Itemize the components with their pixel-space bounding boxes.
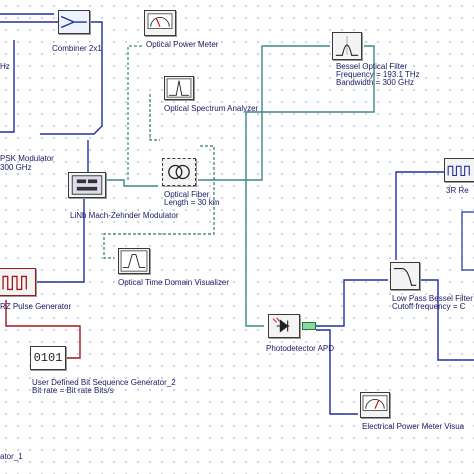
bessel-optical-filter-block[interactable] (332, 32, 362, 60)
bit-sequence-label: User Defined Bit Sequence Generator_2 (32, 378, 176, 387)
lowpass-response-icon (393, 268, 417, 286)
3r-regenerator-label: 3R Re (446, 186, 469, 195)
left-edge-text-2: PSK Modulator (0, 154, 54, 163)
optical-fiber-block[interactable] (162, 158, 196, 186)
electrical-meter-gauge-icon (362, 395, 388, 411)
link-photodetector-to-meter[interactable] (316, 329, 358, 415)
link-3r-side[interactable] (461, 211, 474, 271)
mach-zehnder-modulator-block[interactable] (68, 172, 106, 198)
electrical-power-meter-block[interactable] (360, 392, 390, 418)
electrical-power-meter-label: Electrical Power Meter Visua (362, 422, 465, 431)
modulator-icon (71, 175, 103, 195)
link-fiber-to-bessel[interactable] (198, 45, 330, 181)
pulse-generator-label: RZ Pulse Generator (0, 302, 72, 311)
optical-spectrum-analyzer-block[interactable] (164, 76, 194, 100)
link-combiner-out[interactable] (40, 21, 103, 135)
link-spectrum-feed[interactable] (149, 94, 160, 141)
bit-sequence-display: 0101 (33, 351, 63, 365)
link-photodetector-to-lowpass[interactable] (316, 279, 388, 327)
link-power-meter-feed[interactable] (127, 45, 144, 180)
optical-power-meter-label: Optical Power Meter (146, 40, 219, 49)
optical-fiber-length: Length = 30 km (164, 198, 220, 207)
link-pulse-to-modulator[interactable] (36, 198, 85, 283)
link-3r-in[interactable] (395, 171, 444, 260)
fiber-spool-icon (168, 164, 190, 180)
link-lowpass-to-3r[interactable] (420, 279, 474, 361)
pulse-train-icon (447, 165, 470, 177)
pulse-generator-block[interactable] (0, 268, 36, 296)
photodiode-icon (272, 317, 290, 333)
mach-zehnder-modulator-label: LiNb Mach-Zehnder Modulator (70, 211, 179, 220)
bit-sequence-rate: Bit rate = Bit rate Bits/s (32, 386, 114, 395)
combiner-icon (60, 15, 87, 29)
link-left-vertical[interactable] (0, 40, 15, 133)
left-edge-text-1: Hz (0, 62, 10, 71)
bessel-filter-label: Bessel Optical Filter (336, 62, 408, 71)
link-modulator-to-fiber[interactable] (106, 179, 158, 187)
low-pass-filter-cutoff: Cutoff frequency = C (392, 302, 466, 311)
photodetector-output-port[interactable] (302, 322, 316, 330)
combiner-block[interactable] (58, 10, 90, 34)
bit-sequence-generator-block[interactable]: 0101 (30, 346, 66, 370)
filter-response-icon (335, 36, 359, 56)
optical-time-visualizer-block[interactable] (118, 248, 150, 274)
photodetector-block[interactable] (268, 314, 300, 338)
link-fiber-monitor[interactable] (103, 145, 215, 259)
low-pass-filter-block[interactable] (390, 262, 420, 290)
bessel-filter-frequency: Frequency = 193.1 THz (336, 70, 420, 79)
bottom-left-label: ator_1 (0, 452, 23, 461)
combiner-label: Combiner 2x1 (52, 44, 102, 53)
optical-time-visualizer-label: Optical Time Domain Visualizer (118, 278, 230, 287)
low-pass-filter-label: Low Pass Bessel Filter (392, 294, 473, 303)
optical-spectrum-analyzer-label: Optical Spectrum Analyzer (164, 104, 259, 113)
3r-regenerator-block[interactable] (444, 158, 474, 182)
link-bessel-to-photodetector[interactable] (245, 45, 375, 327)
spectrum-icon (166, 78, 192, 98)
bessel-filter-bandwidth: Bandwidth = 300 GHz (336, 78, 415, 87)
link-bitseq-to-pulse[interactable] (5, 300, 81, 359)
optical-power-meter-block[interactable] (144, 10, 176, 36)
pulse-icon (2, 275, 27, 291)
power-meter-gauge-icon (147, 13, 173, 29)
left-edge-text-3: 300 GHz (0, 163, 32, 172)
photodetector-label: Photodetector APD (266, 344, 335, 353)
optical-fiber-label: Optical Fiber (164, 190, 210, 199)
waveform-icon (120, 250, 148, 272)
